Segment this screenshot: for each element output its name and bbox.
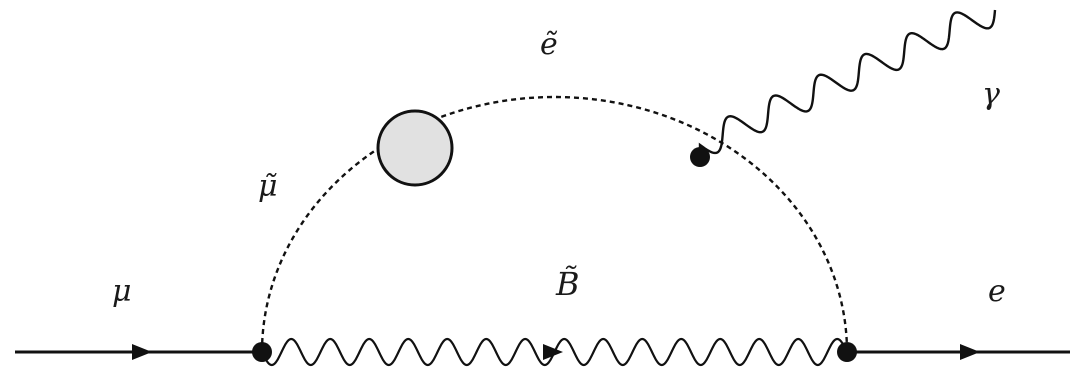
label-muon: μ bbox=[112, 274, 132, 309]
label-electron: e bbox=[988, 274, 1006, 309]
label-photon: γ bbox=[982, 77, 1000, 112]
slepton-dashed-arc bbox=[260, 95, 849, 353]
vertex-left bbox=[252, 342, 272, 362]
label-bino: B̃ bbox=[556, 265, 580, 303]
photon-wavy-line bbox=[698, 9, 997, 157]
vertex-photon bbox=[690, 147, 710, 167]
bino-arrow bbox=[543, 344, 563, 360]
vertex-right bbox=[837, 342, 857, 362]
muon-arrow bbox=[132, 344, 152, 360]
label-smuon: μ̃ bbox=[258, 169, 278, 204]
electron-arrow bbox=[960, 344, 980, 360]
label-selectron: ẽ bbox=[540, 27, 558, 62]
mass-insertion-blob bbox=[376, 109, 454, 187]
